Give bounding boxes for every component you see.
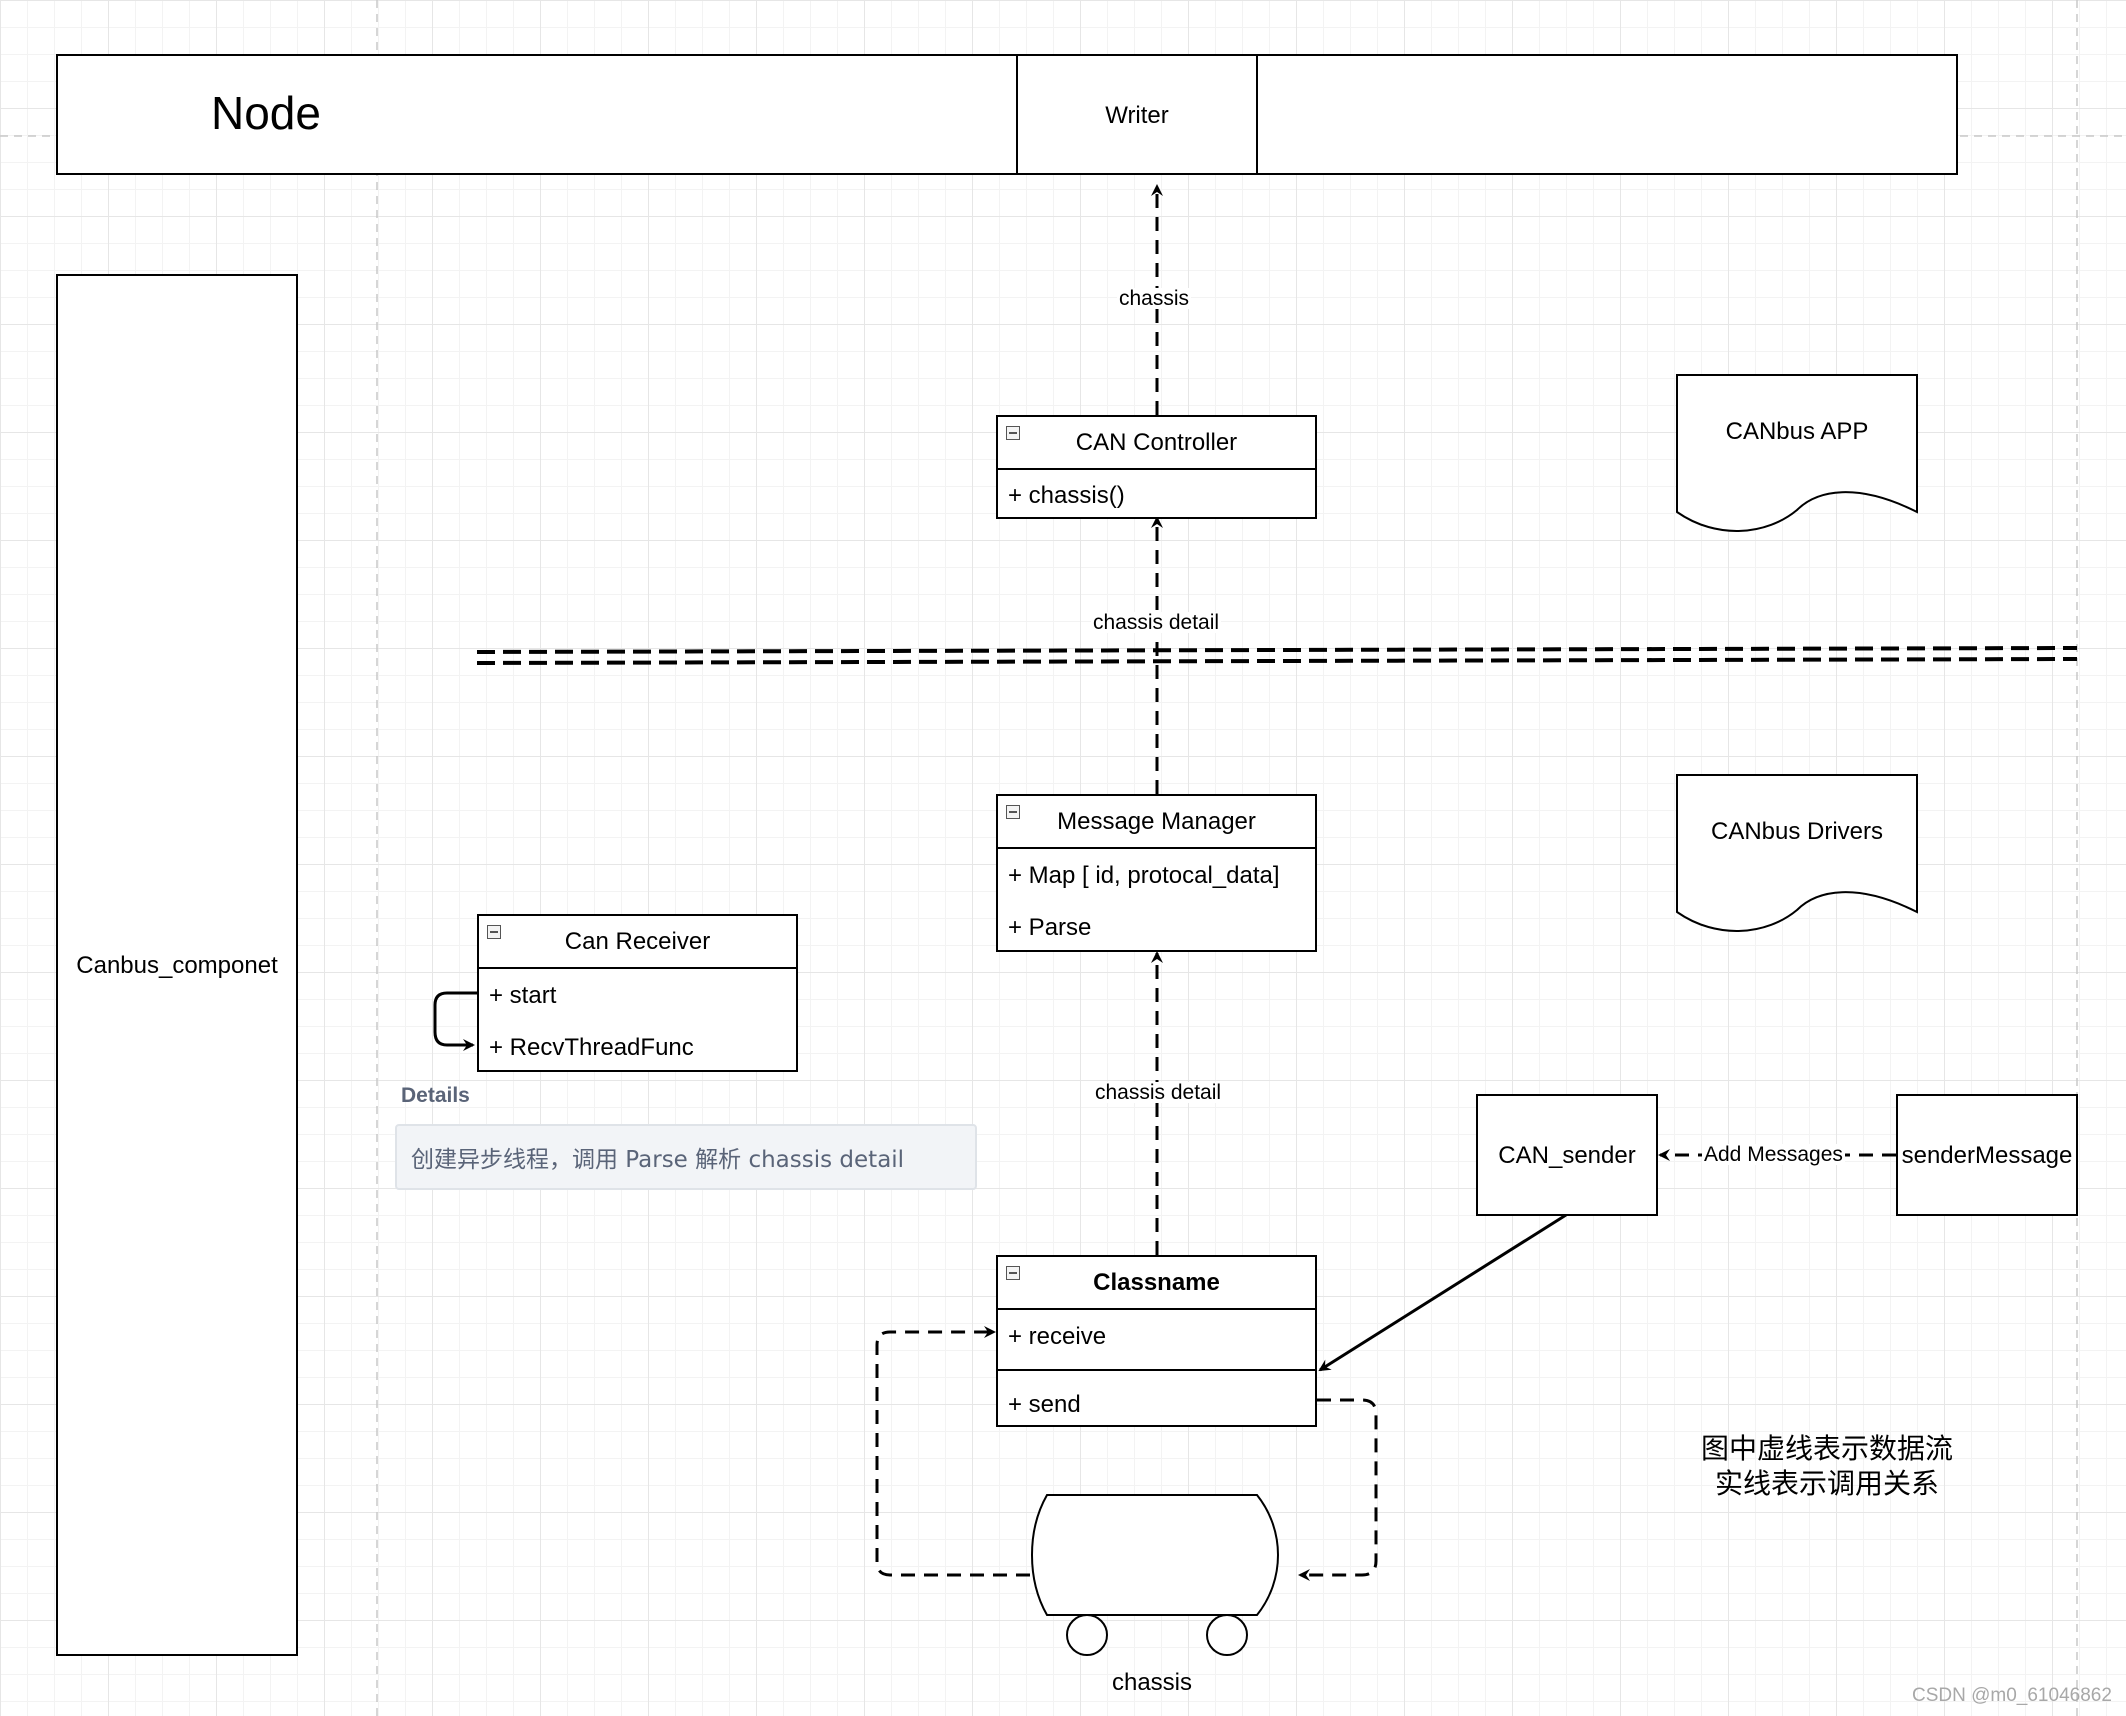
chassis-vehicle-icon [1031,1494,1279,1616]
layer-separator-1 [476,646,2078,654]
can-controller-header: CAN Controller [998,417,1315,470]
classname-class[interactable]: Classname + receive + send [996,1255,1317,1427]
doc-canbus-app [1676,374,1918,532]
edge-send-to-vehicle [1298,1398,1378,1581]
details-box: 创建异步线程，调用 Parse 解析 chassis detail [395,1124,977,1190]
message-manager-row-map: + Map [ id, protocal_data] [1008,862,1280,889]
doc-canbus-drivers-label: CANbus Drivers [1710,818,1884,845]
can-controller-class[interactable]: CAN Controller + chassis() [996,415,1317,519]
classname-row-send: + send [1008,1391,1081,1418]
message-manager-row-parse: + Parse [1008,914,1092,941]
edge-receiver-loop [433,991,477,1051]
edge-label-chassis-detail-lower: chassis detail [1093,1081,1224,1104]
can-controller-title: CAN Controller [1075,428,1238,456]
can-sender-box [1476,1094,1658,1216]
edge-label-chassis-detail-upper: chassis detail [1091,611,1222,634]
edge-label-add-messages: Add Messages [1702,1143,1845,1166]
edge-label-chassis: chassis [1117,287,1192,310]
node-box [56,54,1958,175]
chassis-wheel-left [1066,1614,1108,1656]
collapse-icon[interactable] [1006,426,1020,440]
details-text: 创建异步线程，调用 Parse 解析 chassis detail [411,1147,905,1173]
message-manager-title: Message Manager [1057,807,1256,835]
can-receiver-class[interactable]: Can Receiver + start + RecvThreadFunc [477,914,798,1072]
chassis-wheel-right [1206,1614,1248,1656]
can-receiver-row-recv: + RecvThreadFunc [489,1034,694,1061]
canbus-componet-label: Canbus_componet [76,952,278,979]
sender-message-label: senderMessage [1901,1142,2073,1169]
message-manager-class[interactable]: Message Manager + Map [ id, protocal_dat… [996,794,1317,952]
edge-call-sender [1318,1213,1567,1372]
can-controller-row: + chassis() [1008,482,1125,509]
can-receiver-row-start: + start [489,982,557,1009]
node-title: Node [211,87,321,139]
collapse-icon[interactable] [487,925,501,939]
sender-message-box [1896,1094,2078,1216]
edge-vehicle-to-receive [875,1326,1030,1577]
details-label: Details [401,1084,470,1107]
classname-row-receive: + receive [1008,1323,1107,1350]
collapse-icon[interactable] [1006,805,1020,819]
layer-separator-2 [476,657,2078,665]
legend-line-2: 实线表示调用关系 [1714,1467,1939,1500]
doc-canbus-drivers [1676,774,1918,932]
legend-line-1: 图中虚线表示数据流 [1700,1432,1953,1465]
can-receiver-title: Can Receiver [564,927,711,955]
writer-label: Writer [1105,102,1169,129]
can-receiver-header: Can Receiver [479,916,796,969]
watermark: CSDN @m0_61046862 [1912,1685,2112,1706]
collapse-icon[interactable] [1006,1266,1020,1280]
can-sender-label: CAN_sender [1498,1142,1636,1169]
doc-canbus-app-label: CANbus APP [1725,418,1869,445]
canbus-componet-box [56,274,298,1656]
message-manager-header: Message Manager [998,796,1315,849]
classname-title: Classname [1093,1268,1220,1296]
classname-header: Classname [998,1257,1315,1310]
chassis-vehicle-label: chassis [1111,1669,1193,1696]
